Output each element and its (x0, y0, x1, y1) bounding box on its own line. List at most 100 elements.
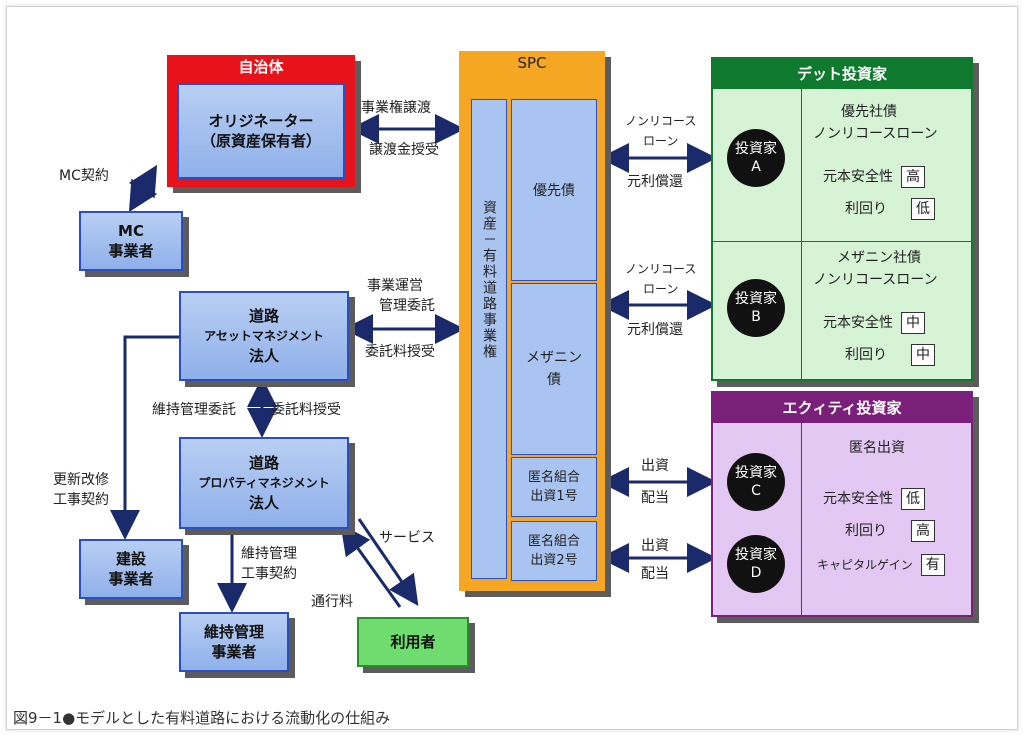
operation-label-2: 管理委託 (379, 298, 435, 314)
road-asset-box: 道路 アセットマネジメント 法人 (179, 291, 349, 381)
debt-divider-h (713, 241, 971, 242)
investor-b-circle-line2: B (751, 309, 761, 325)
maintenance-box: 維持管理 事業者 (179, 612, 289, 672)
spc-asset-column: 資産－有料道路事業権 (471, 99, 507, 579)
dividend-d-label: 配当 (641, 566, 669, 582)
equity-product: 匿名出資 (849, 440, 905, 456)
investor-a-circle-line1: 投資家 (735, 141, 777, 157)
connector-layer (110, 114, 717, 613)
equity-yield-row: 利回り 高 (845, 519, 935, 543)
spc-box: SPC 資産－有料道路事業権 優先債 メザニン 債 匿名組合 出資1号 匿名組合… (459, 51, 605, 591)
mc-company-box: MC 事業者 (79, 211, 183, 271)
road-asset-line3: 法人 (248, 347, 279, 365)
road-asset-line2: アセットマネジメント (204, 329, 324, 343)
debt-a-yield-row: 利回り 低 (845, 197, 935, 221)
spc-tk2-box: 匿名組合 出資2号 (511, 521, 597, 581)
diagram-frame: 自治体 オリジネーター （原資産保有者） MC 事業者 MC契約 道路 アセット… (6, 6, 1018, 730)
debt-a-yield-label: 利回り (845, 201, 887, 217)
investor-a-circle-line2: A (751, 159, 761, 175)
transfer-payment-label: 譲渡金授受 (369, 142, 439, 158)
road-property-box: 道路 プロパティマネジメント 法人 (179, 437, 349, 529)
debt-a-safety-row: 元本安全性高 (823, 165, 925, 189)
renewal-line (110, 335, 179, 540)
commission-fee-label: 委託料授受 (365, 344, 435, 360)
mc-company-line2: 事業者 (108, 242, 154, 260)
spc-tk1-line2: 出資1号 (530, 489, 578, 504)
repayment-b-label: 元利償還 (627, 322, 683, 338)
road-property-line3: 法人 (248, 494, 279, 512)
spc-tk2-line2: 出資2号 (530, 553, 578, 568)
operation-label-1: 事業運営 (367, 278, 423, 294)
nonrecourse-b-label-1: ノンリコース (625, 262, 697, 276)
equity-safety-row: 元本安全性低 (823, 487, 925, 511)
transfer-label: 事業権譲渡 (361, 100, 431, 116)
equity-safety-label: 元本安全性 (823, 491, 893, 507)
debt-a-safety-label: 元本安全性 (823, 169, 893, 185)
figure-caption: 図9－1●モデルとした有料道路における流動化の仕組み (13, 709, 391, 727)
maintenance-line2: 事業者 (211, 643, 257, 661)
construction-line1: 建設 (115, 550, 146, 568)
investor-b-circle-line1: 投資家 (735, 291, 777, 307)
maint-commission-label: 維持管理委託 (152, 402, 236, 418)
equity-gain-badge: 有 (920, 554, 945, 576)
debt-b-safety-badge: 中 (901, 312, 925, 334)
mc-contract-arrow (128, 164, 158, 213)
spc-tk1-line1: 匿名組合 (527, 470, 580, 485)
maintenance-line1: 維持管理 (203, 623, 264, 641)
debt-a-yield-badge: 低 (911, 198, 935, 220)
debt-b-safety-row: 元本安全性中 (823, 311, 925, 335)
equity-divider-v (801, 423, 802, 615)
spc-title: SPC (517, 54, 547, 72)
debt-a-product-1: 優先社債 (841, 104, 897, 120)
maint-contract-label-2: 工事契約 (241, 566, 297, 582)
investor-d-circle-line2: D (750, 565, 762, 581)
equity-yield-badge: 高 (911, 520, 935, 542)
debt-b-safety-label: 元本安全性 (823, 315, 893, 331)
investor-c-circle-line2: C (751, 483, 761, 499)
equity-safety-badge: 低 (901, 488, 925, 510)
spc-tk2-line1: 匿名組合 (527, 534, 580, 549)
equity-yield-label: 利回り (845, 523, 887, 539)
debt-b-yield-label: 利回り (845, 347, 887, 363)
spc-mezzanine-line2: 債 (547, 372, 561, 388)
municipality-box: 自治体 オリジネーター （原資産保有者） (167, 55, 355, 187)
originator-box: オリジネーター （原資産保有者） (177, 83, 345, 179)
service-label: サービス (379, 530, 435, 546)
debt-divider-v (801, 89, 802, 379)
road-property-line1: 道路 (248, 454, 279, 472)
toll-arrow (340, 524, 402, 608)
investor-d-circle: 投資家 D (727, 535, 785, 593)
debt-a-product-2: ノンリコースローン (813, 126, 938, 142)
originator-line1: オリジネーター (208, 112, 314, 130)
dividend-c-label: 配当 (641, 490, 669, 506)
user-box: 利用者 (357, 617, 469, 667)
mc-contract-label: MC契約 (59, 168, 109, 184)
spc-tk1-box: 匿名組合 出資1号 (511, 457, 597, 517)
spc-mezzanine-box: メザニン 債 (511, 283, 597, 455)
equity-investor-panel: エクィティ投資家 投資家 C 投資家 D 匿名出資 元本安全性低 利回り 高 キャ… (711, 391, 973, 617)
renewal-label-1: 更新改修 (53, 472, 109, 488)
user-label: 利用者 (390, 633, 436, 651)
mc-company-line1: MC (118, 222, 144, 240)
construction-box: 建設 事業者 (79, 539, 183, 599)
equity-investor-title: エクィティ投資家 (713, 393, 971, 423)
nonrecourse-b-label-2: ローン (643, 282, 679, 296)
investor-c-circle: 投資家 C (727, 453, 785, 511)
investor-b-circle: 投資家 B (727, 279, 785, 337)
debt-investor-title: デット投資家 (713, 59, 971, 89)
renewal-label-2: 工事契約 (53, 492, 109, 508)
nonrecourse-a-label-2: ローン (643, 134, 679, 148)
investor-c-circle-line1: 投資家 (735, 465, 777, 481)
nonrecourse-a-label-1: ノンリコース (625, 114, 697, 128)
toll-label: 通行料 (311, 594, 353, 610)
debt-b-yield-row: 利回り 中 (845, 343, 935, 367)
debt-b-product-2: ノンリコースローン (813, 272, 938, 288)
invest-c-label: 出資 (641, 458, 669, 474)
equity-gain-label: キャピタルゲイン (817, 558, 913, 572)
debt-a-safety-badge: 高 (901, 166, 925, 188)
debt-investor-panel: デット投資家 投資家 A 優先社債 ノンリコースローン 元本安全性高 利回り低 … (711, 57, 973, 381)
construction-line2: 事業者 (108, 570, 154, 588)
invest-d-label: 出資 (641, 538, 669, 554)
maint-contract-label-1: 維持管理 (241, 546, 297, 562)
debt-b-yield-badge: 中 (911, 344, 935, 366)
